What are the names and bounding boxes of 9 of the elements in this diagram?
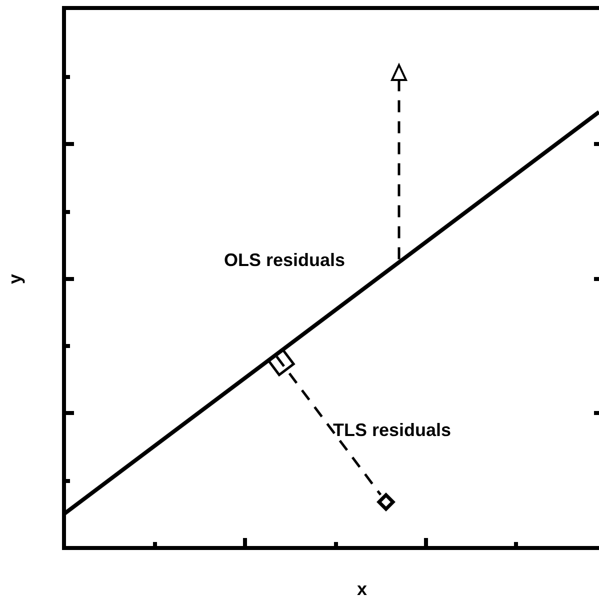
diamond-data-point bbox=[376, 492, 396, 512]
axis-label: y bbox=[6, 274, 24, 284]
fit-line bbox=[62, 110, 599, 516]
triangle-data-point bbox=[390, 62, 408, 81]
annotation-text: TLS residuals bbox=[333, 421, 452, 439]
residual-line bbox=[276, 356, 382, 496]
axis-label: x bbox=[357, 580, 368, 598]
residual-line bbox=[398, 80, 400, 260]
annotation-text: OLS residuals bbox=[224, 251, 346, 269]
